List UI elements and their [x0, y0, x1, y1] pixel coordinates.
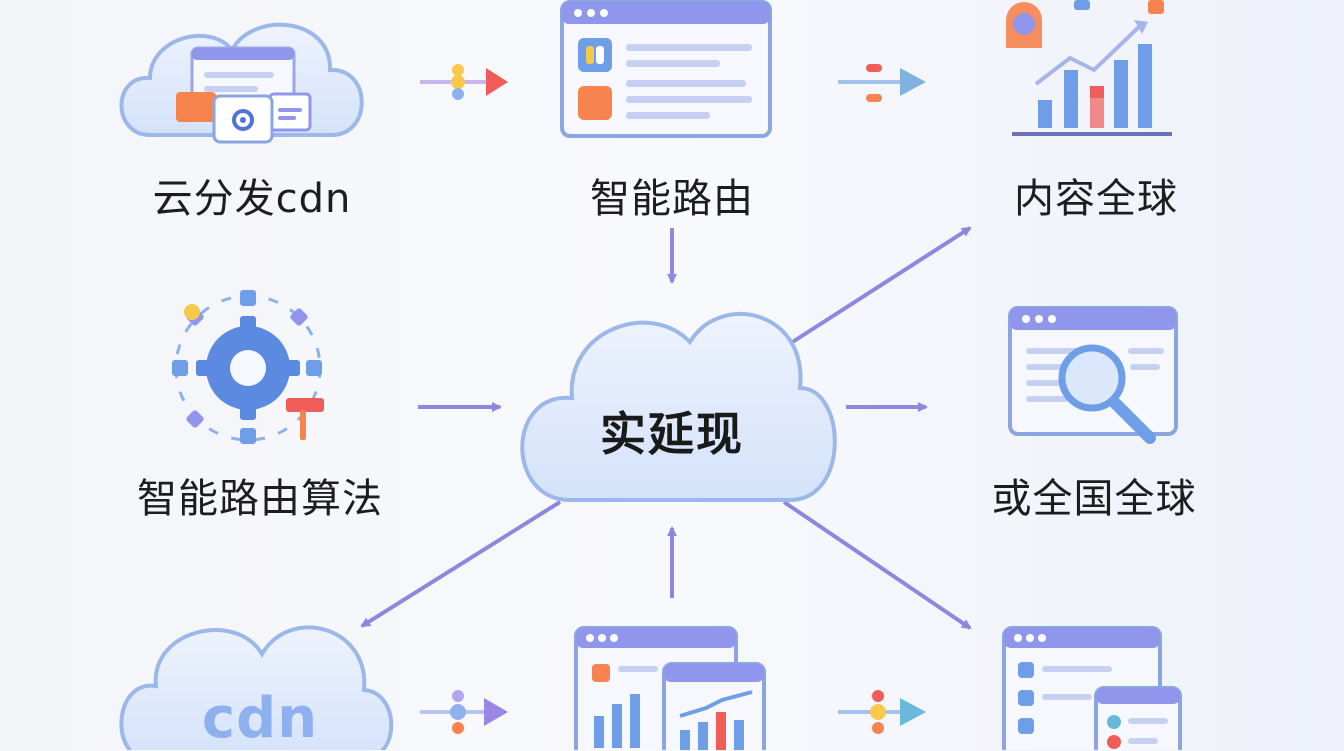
label-smart-routing: 智能路由	[590, 176, 754, 222]
arrows	[360, 64, 972, 734]
cloud-cdn-icon	[119, 22, 364, 144]
cdn-cloud-icon	[119, 625, 394, 750]
arrow-center-to-content	[778, 226, 972, 352]
cdn-badge-text: cdn	[201, 686, 319, 751]
cloud-center-icon	[520, 312, 837, 502]
dashboard-chart-icon	[574, 626, 766, 750]
arrow-center-to-cdn-bottom	[360, 500, 562, 628]
label-cloud-cdn: 云分发cdn	[152, 176, 352, 222]
label-center: 实延现	[600, 407, 744, 461]
arrow-routing-to-content	[838, 64, 926, 102]
label-routing-algorithm: 智能路由算法	[137, 476, 383, 522]
browser-window-icon	[560, 0, 772, 138]
multi-window-icon	[1002, 626, 1182, 750]
label-global-content: 内容全球	[1014, 176, 1178, 222]
arrow-center-to-windows	[782, 500, 972, 630]
label-national-global: 或全国全球	[991, 476, 1197, 522]
arrow-cdn-to-routing	[420, 64, 508, 100]
search-window-icon	[1008, 306, 1178, 444]
arrow-bottom-left	[420, 690, 508, 734]
network-gear-icon	[172, 290, 324, 444]
arrow-bottom-right	[838, 690, 926, 734]
bar-chart-growth-icon	[1006, 0, 1172, 136]
